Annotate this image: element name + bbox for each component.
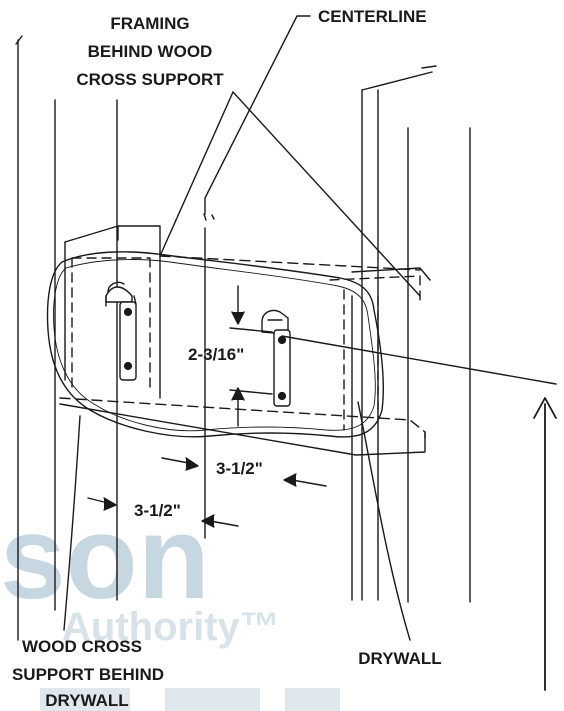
dim-horizontal-lower [87, 497, 239, 528]
watermark: son Authority™ [0, 492, 340, 711]
dim-label-lower: 3-1/2" [134, 501, 181, 520]
left-studs [15, 35, 118, 641]
label-wood-cross-line1: WOOD CROSS [22, 637, 142, 656]
centerline [203, 15, 311, 539]
framing-leader-lines [159, 91, 421, 297]
label-drywall: DRYWALL [358, 649, 441, 668]
label-wood-cross-line2: SUPPORT BEHIND [12, 665, 164, 684]
right-wall-framing [351, 65, 471, 603]
label-framing-line1: FRAMING [110, 14, 189, 33]
drywall-cutout-outline [46, 251, 384, 438]
watermark-tagline: Authority™ [62, 605, 280, 649]
dim-label-upper: 3-1/2" [216, 459, 263, 478]
reference-line [281, 335, 557, 385]
watermark-block-2 [165, 688, 260, 711]
wood-cross-leader [63, 415, 81, 631]
labels: FRAMING BEHIND WOOD CROSS SUPPORT CENTER… [12, 7, 442, 710]
left-bracket [105, 281, 137, 381]
left-framing-block [64, 225, 161, 399]
label-framing-line2: BEHIND WOOD [88, 42, 213, 61]
watermark-word: son [0, 492, 210, 624]
label-framing-line3: CROSS SUPPORT [76, 70, 224, 89]
watermark-block-3 [285, 688, 340, 711]
upward-arrow [533, 397, 557, 691]
label-wood-cross-line3: DRYWALL [45, 691, 128, 710]
drywall-leader [357, 401, 411, 641]
right-bracket [261, 309, 291, 407]
wood-cross-support [59, 255, 431, 456]
dim-label-vertical: 2-3/16" [188, 345, 244, 364]
watermark-block-1 [40, 688, 130, 711]
label-centerline: CENTERLINE [318, 7, 427, 26]
dim-horizontal-upper [161, 457, 327, 487]
dim-vertical [229, 285, 273, 427]
